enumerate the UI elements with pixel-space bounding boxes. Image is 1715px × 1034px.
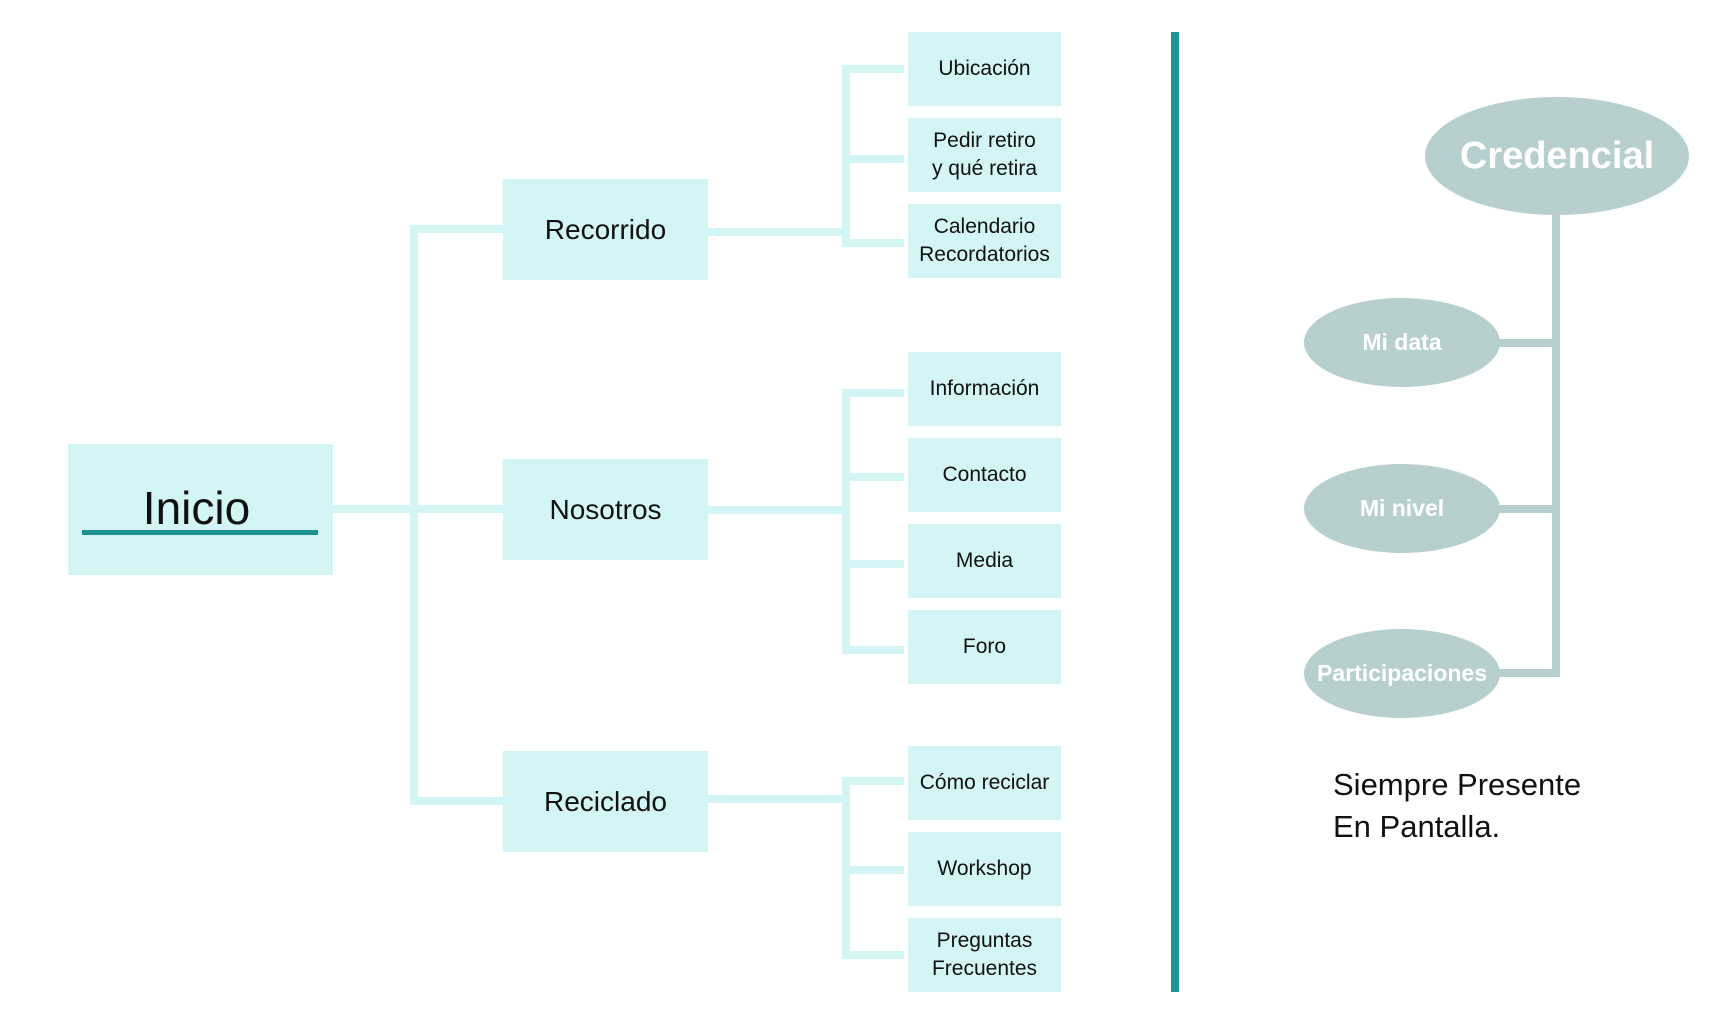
- node-reciclado-label: Reciclado: [544, 785, 667, 817]
- leaf-preguntas-frecuentes-label: Preguntas Frecuentes: [931, 929, 1038, 980]
- leaf-ubicacion-label: Ubicación: [938, 57, 1031, 80]
- credential-connector-mi-nivel: [1495, 505, 1560, 513]
- leaf-calendario-label: Calendario Recordatorios: [919, 215, 1050, 266]
- node-inicio-label: Inicio: [142, 481, 251, 534]
- credential-vertical-connector: [1552, 210, 1560, 677]
- credential-label: Credencial: [1459, 134, 1655, 177]
- connector-recorrido-out: [703, 228, 848, 236]
- node-nosotros-label: Nosotros: [549, 493, 662, 525]
- connector-nosotros-vertical: [842, 389, 850, 654]
- section-divider: [1171, 32, 1179, 992]
- connector-trunk-to-nosotros: [410, 505, 505, 513]
- connector-recorrido-leaf-2: [842, 155, 904, 163]
- always-on-screen-note: Siempre Presente En Pantalla.: [1333, 767, 1582, 844]
- leaf-preguntas-frecuentes[interactable]: Preguntas Frecuentes: [908, 918, 1061, 992]
- credential-child-mi-nivel[interactable]: Mi nivel: [1304, 464, 1500, 553]
- leaf-pedir-retiro-label: Pedir retiro y qué retira: [931, 129, 1038, 180]
- connector-reciclado-leaf-3: [842, 951, 904, 959]
- connector-nosotros-leaf-2: [842, 473, 904, 481]
- credential-child-mi-nivel-label: Mi nivel: [1359, 495, 1445, 521]
- leaf-calendario[interactable]: Calendario Recordatorios: [908, 204, 1061, 278]
- connector-nosotros-leaf-1: [842, 389, 904, 397]
- leaf-media[interactable]: Media: [908, 524, 1061, 598]
- connector-reciclado-out: [703, 795, 848, 803]
- connector-trunk-vertical: [410, 225, 418, 805]
- connector-nosotros-leaf-4: [842, 646, 904, 654]
- leaf-contacto-label: Contacto: [942, 463, 1027, 486]
- node-recorrido-label: Recorrido: [544, 213, 667, 245]
- leaf-contacto[interactable]: Contacto: [908, 438, 1061, 512]
- node-inicio-underline: [82, 530, 318, 535]
- connector-recorrido-leaf-1: [842, 65, 904, 73]
- connector-trunk-to-reciclado: [410, 797, 505, 805]
- credential-node[interactable]: Credencial: [1425, 97, 1689, 215]
- leaf-workshop-label: Workshop: [937, 857, 1032, 880]
- credential-connector-participaciones: [1495, 669, 1560, 677]
- connector-nosotros-out: [703, 506, 848, 514]
- leaf-ubicacion[interactable]: Ubicación: [908, 32, 1061, 106]
- connector-reciclado-leaf-2: [842, 866, 904, 874]
- leaf-pedir-retiro[interactable]: Pedir retiro y qué retira: [908, 118, 1061, 192]
- leaf-media-label: Media: [955, 549, 1014, 572]
- node-inicio[interactable]: Inicio: [68, 444, 333, 575]
- credential-child-participaciones[interactable]: Participaciones: [1304, 629, 1500, 718]
- node-nosotros[interactable]: Nosotros: [503, 459, 708, 560]
- leaf-informacion[interactable]: Información: [908, 352, 1061, 426]
- credential-child-mi-data-label: Mi data: [1362, 329, 1442, 355]
- connector-recorrido-leaf-3: [842, 239, 904, 247]
- credential-child-mi-data[interactable]: Mi data: [1304, 298, 1500, 387]
- credential-child-participaciones-label: Participaciones: [1316, 660, 1488, 686]
- leaf-como-reciclar-label: Cómo reciclar: [919, 771, 1050, 794]
- node-reciclado[interactable]: Reciclado: [503, 751, 708, 852]
- leaf-informacion-label: Información: [929, 377, 1040, 400]
- leaf-como-reciclar[interactable]: Cómo reciclar: [908, 746, 1061, 820]
- connector-nosotros-leaf-3: [842, 560, 904, 568]
- leaf-foro-label: Foro: [962, 635, 1007, 658]
- connector-root-to-trunk: [330, 505, 418, 513]
- leaf-workshop[interactable]: Workshop: [908, 832, 1061, 906]
- credential-connector-mi-data: [1495, 339, 1560, 347]
- leaf-foro[interactable]: Foro: [908, 610, 1061, 684]
- node-recorrido[interactable]: Recorrido: [503, 179, 708, 280]
- connector-reciclado-leaf-1: [842, 777, 904, 785]
- connector-trunk-to-recorrido: [410, 225, 505, 233]
